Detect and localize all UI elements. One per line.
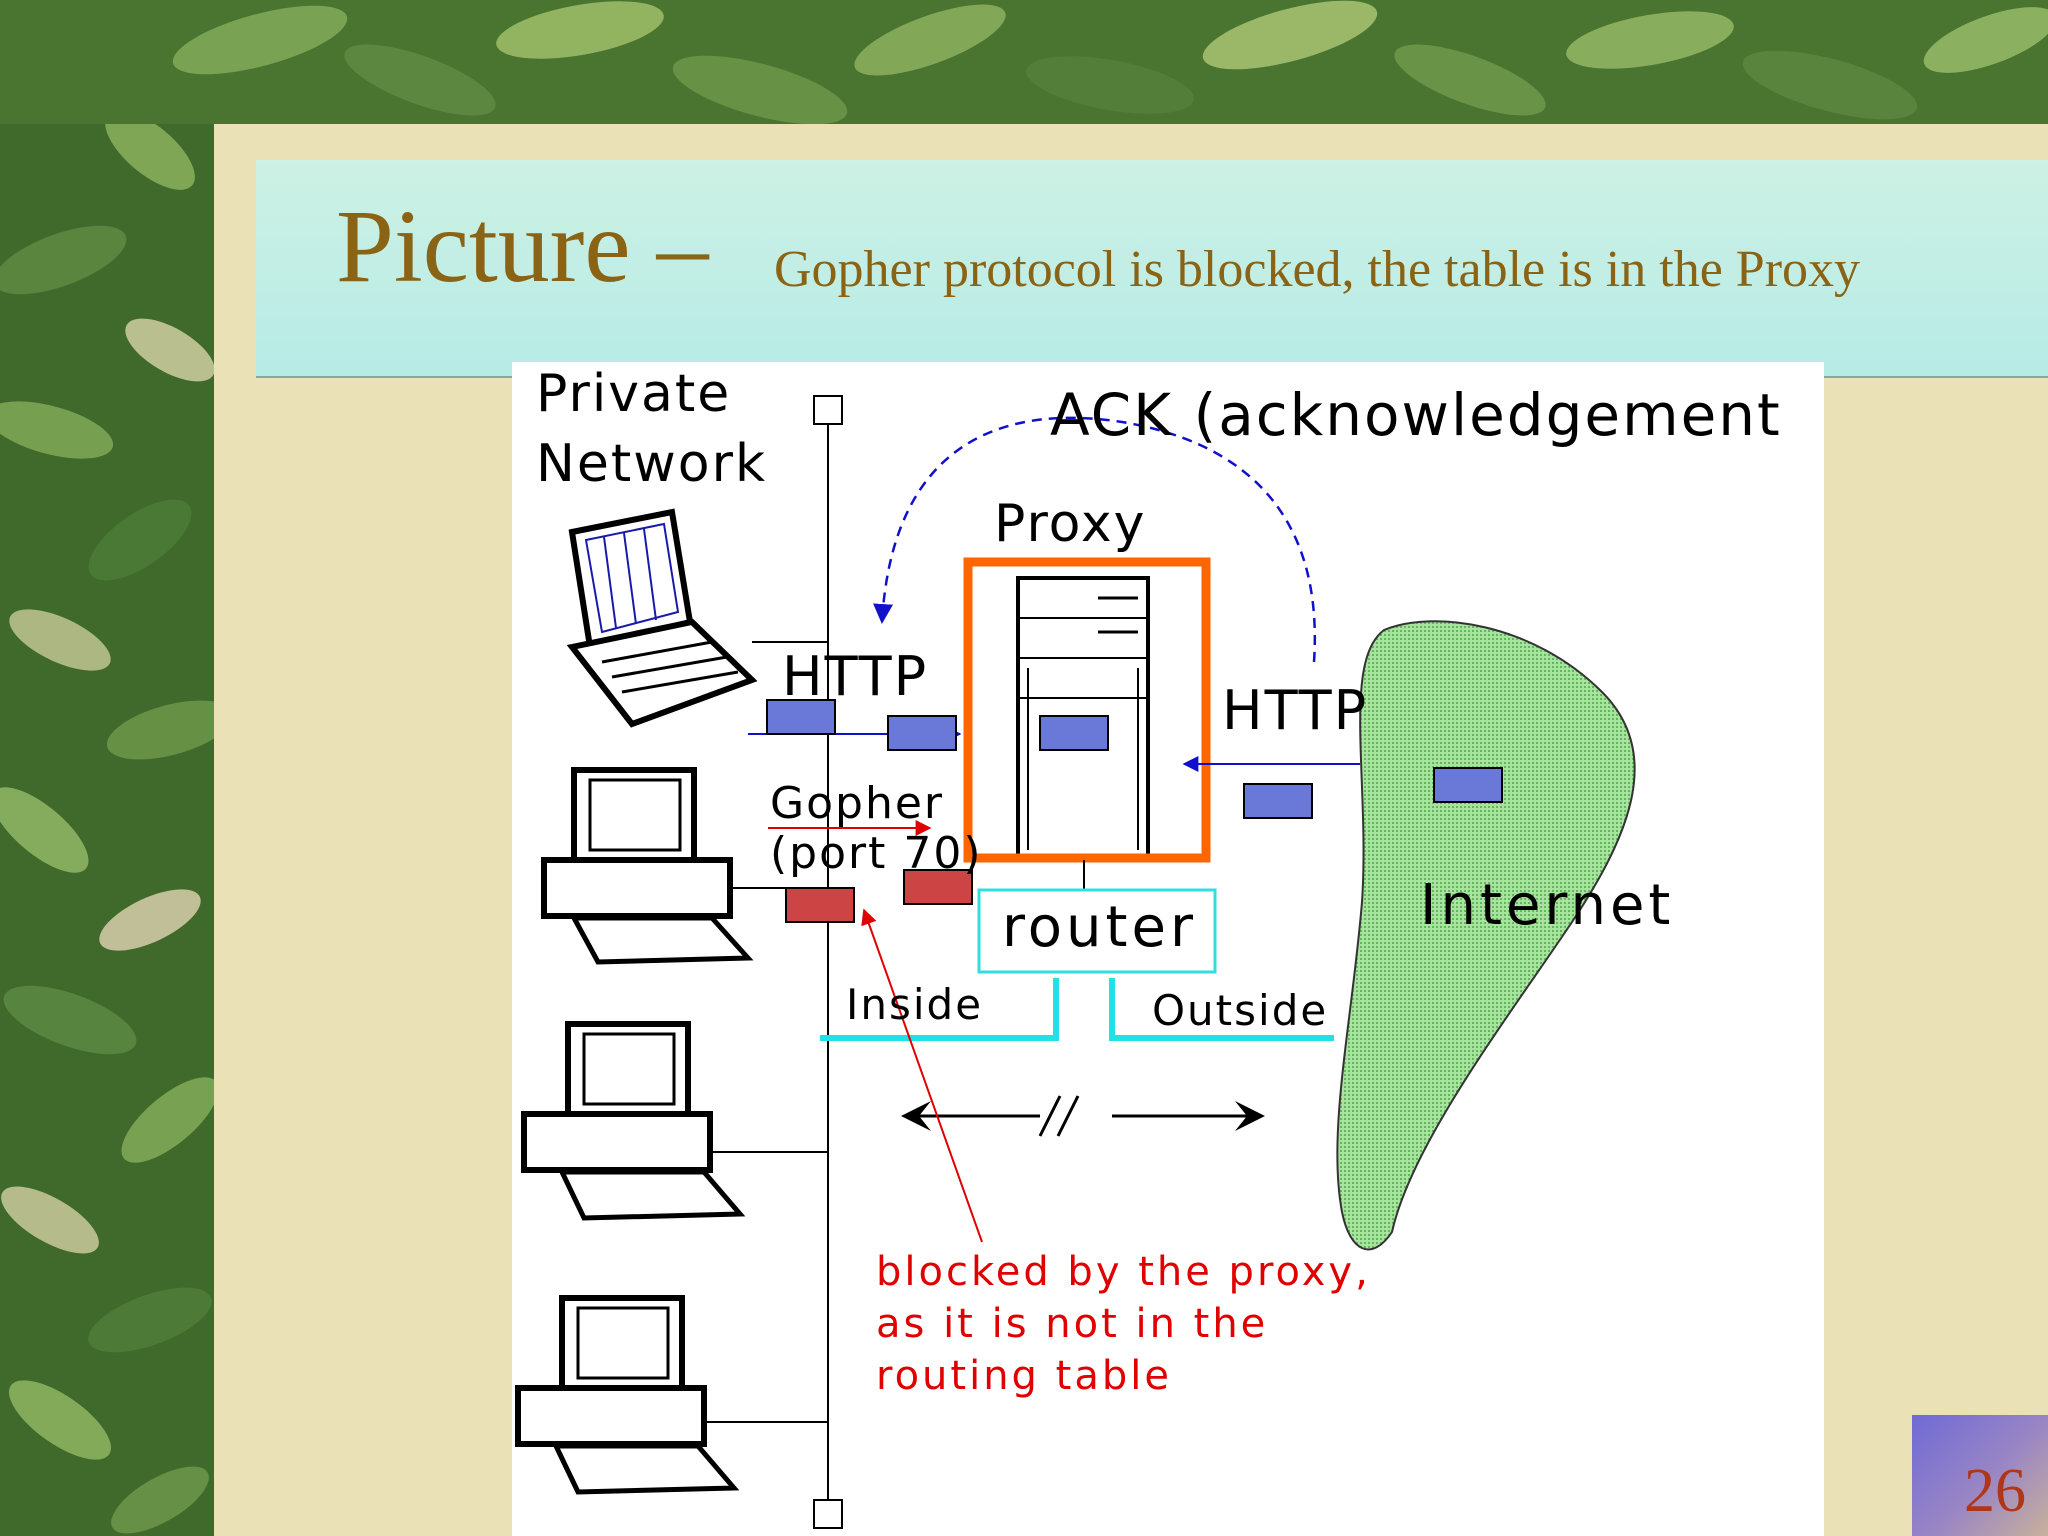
internet-cloud (1336, 620, 1636, 1251)
ack-dashed-arrow (873, 416, 1317, 663)
desktop-computer-icon (515, 1295, 828, 1495)
bus-terminator-top (813, 395, 843, 425)
leaf-background-top (0, 0, 2048, 124)
inside-label: Inside (846, 980, 984, 1029)
http-packet (766, 699, 836, 735)
gopher-port-label: (port 70) (770, 828, 983, 879)
laptop-icon (566, 508, 828, 728)
separation-break (1038, 1095, 1062, 1137)
desktop-computer-icon (541, 767, 828, 965)
page-number-badge: 26 (1912, 1415, 2048, 1536)
http-packet (887, 715, 957, 751)
http-label-left: HTTP (782, 645, 929, 708)
http-label-right: HTTP (1222, 679, 1369, 742)
router-box (977, 888, 1217, 974)
http-packet (1433, 767, 1503, 803)
private-network-label: Private (536, 364, 732, 424)
blocked-note: as it is not in the (876, 1301, 1269, 1347)
proxy-highlight-box (963, 557, 1211, 863)
proxy-label: Proxy (994, 494, 1147, 554)
gopher-label: Gopher (770, 778, 944, 829)
page-number: 26 (1964, 1457, 2026, 1525)
slide-title: Picture – (336, 189, 709, 304)
gopher-packet (785, 887, 855, 923)
router-label: router (1002, 895, 1197, 960)
ack-label: ACK (acknowledgement (1050, 381, 1782, 449)
blocked-pointer-line (861, 908, 983, 1243)
desktop-computer-icon (521, 1021, 828, 1221)
http-packet (1243, 783, 1313, 819)
inside-link (820, 978, 1059, 1041)
blocked-note: blocked by the proxy, (876, 1249, 1371, 1295)
leaf-background-left (0, 0, 214, 1536)
gopher-packet (903, 869, 973, 905)
outside-label: Outside (1152, 986, 1329, 1035)
diagram-graphics (515, 395, 1636, 1529)
private-network-label: Network (536, 434, 768, 494)
network-diagram: Private Network ACK (acknowledgement Pro… (512, 362, 1824, 1536)
bus-terminator-bottom (813, 1499, 843, 1529)
blocked-note: routing table (876, 1353, 1172, 1399)
slide-subtitle: Gopher protocol is blocked, the table is… (774, 241, 1861, 298)
outside-link (1109, 978, 1334, 1041)
internet-label: Internet (1420, 873, 1675, 938)
http-packet (1039, 715, 1109, 751)
separation-break (1056, 1095, 1080, 1137)
